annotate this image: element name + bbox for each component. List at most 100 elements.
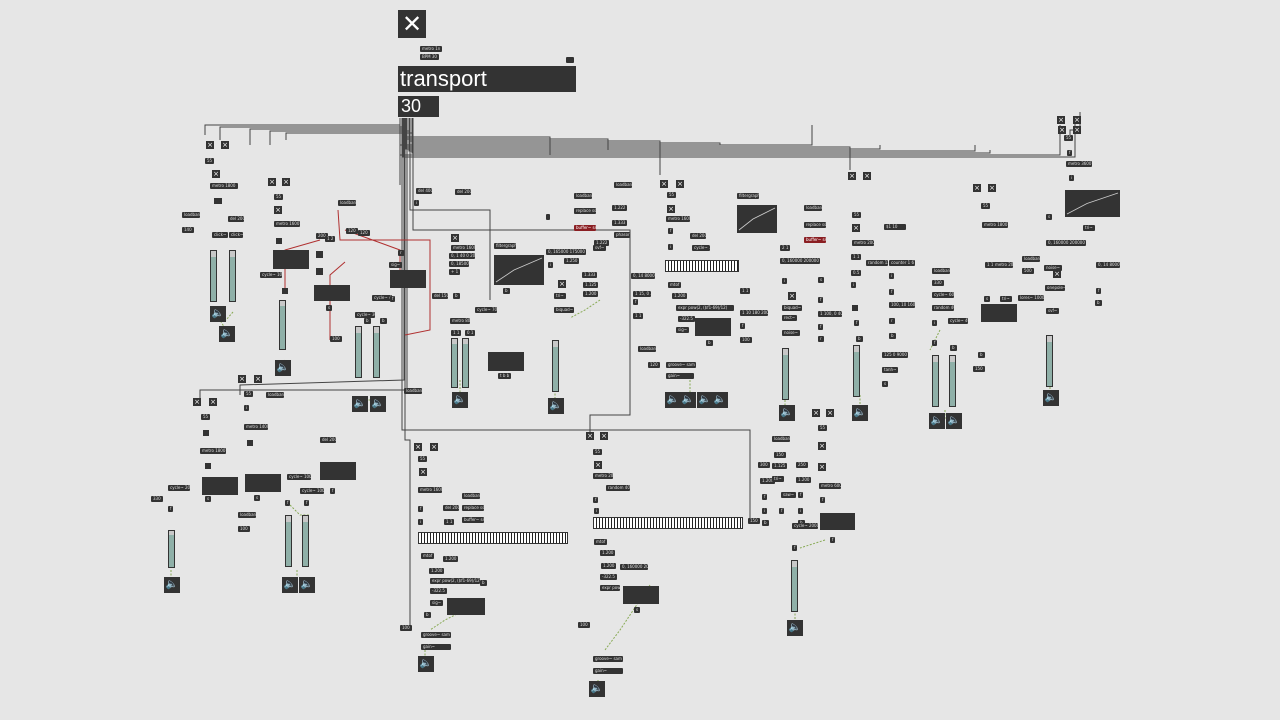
spectrum-display-icon[interactable]: [737, 205, 777, 233]
gain-slider[interactable]: [1046, 335, 1053, 387]
message-box[interactable]: 0, 14 8000: [631, 273, 655, 279]
object-box[interactable]: noise~: [1044, 265, 1062, 271]
toggle-icon[interactable]: ×: [676, 180, 684, 188]
message-box[interactable]: 1 10 180 2000: [740, 310, 768, 316]
loadbang-object[interactable]: loadbang: [182, 212, 200, 218]
object-box[interactable]: f: [779, 508, 785, 514]
random-object[interactable]: random 12: [866, 260, 888, 266]
buffer-object[interactable]: buffer~ ss: [804, 237, 826, 243]
number-box[interactable]: 500: [1022, 268, 1034, 274]
object-box[interactable]: f: [932, 340, 938, 346]
cycle-object[interactable]: cycle~ 300: [355, 312, 375, 318]
patch-cord[interactable]: [405, 118, 881, 150]
object-box[interactable]: i: [418, 519, 424, 525]
object-box[interactable]: b: [978, 352, 985, 358]
click-object[interactable]: click~: [229, 232, 243, 238]
message-box[interactable]: 125 0 9000: [882, 352, 908, 358]
object-box[interactable]: s: [818, 277, 825, 283]
number-box[interactable]: 55: [1064, 135, 1074, 141]
toggle-icon[interactable]: ×: [558, 280, 566, 288]
number-box[interactable]: 1.125: [772, 463, 788, 469]
object-box[interactable]: i: [851, 282, 857, 288]
cycle-object[interactable]: cycle~ 100: [692, 245, 710, 251]
object-box[interactable]: i: [1069, 175, 1075, 181]
object-box[interactable]: sig~: [389, 262, 403, 268]
object-box[interactable]: f: [304, 500, 310, 506]
bang-button[interactable]: [205, 463, 211, 469]
toggle-icon[interactable]: ×: [667, 205, 675, 213]
toggle-icon[interactable]: ×: [1073, 126, 1081, 134]
number-box[interactable]: 1 1: [985, 262, 996, 268]
expr-object[interactable]: expr pow(2, ($f1-69)/12): [430, 578, 480, 584]
loadbang-object[interactable]: loadbang: [932, 268, 950, 274]
number-box[interactable]: 250: [796, 462, 808, 468]
object-box[interactable]: s: [254, 495, 261, 501]
object-box[interactable]: b: [364, 318, 371, 324]
number-box[interactable]: 1.333: [612, 220, 628, 226]
number-box[interactable]: 1.200: [796, 477, 812, 483]
cycle-object[interactable]: cycle~ 700: [475, 307, 497, 313]
patch-cord[interactable]: [408, 118, 976, 152]
gain-slider[interactable]: [791, 560, 798, 612]
message-box[interactable]: $1 10: [884, 224, 906, 230]
object-box[interactable]: + 1: [449, 269, 461, 275]
object-box[interactable]: s: [1046, 214, 1053, 220]
speaker-icon[interactable]: 🔈: [299, 577, 315, 593]
speaker-icon[interactable]: 🔈: [164, 577, 180, 593]
object-box[interactable]: f: [668, 228, 674, 234]
object-box[interactable]: b: [950, 345, 957, 351]
speaker-icon[interactable]: 🔈: [589, 681, 605, 697]
toggle-icon[interactable]: ×: [818, 463, 826, 471]
metro-object[interactable]: metro 1800: [200, 448, 226, 454]
toggle-icon[interactable]: ×: [254, 375, 262, 383]
object-box[interactable]: i: [414, 200, 420, 206]
object-box[interactable]: b: [856, 336, 863, 342]
cycle-object[interactable]: cycle~ 400: [372, 295, 392, 301]
speaker-icon[interactable]: 🔈: [219, 326, 235, 342]
object-box[interactable]: i: [932, 320, 938, 326]
cycle-object[interactable]: cycle~ 2000: [792, 523, 818, 529]
gain-slider[interactable]: [302, 515, 309, 567]
object-box[interactable]: b: [503, 288, 510, 294]
toggle-icon[interactable]: ×: [818, 442, 826, 450]
toggle-icon[interactable]: ×: [848, 172, 856, 180]
loadbang-object[interactable]: loadbang: [574, 193, 592, 199]
toggle-icon[interactable]: ×: [206, 141, 214, 149]
toggle-icon[interactable]: ×: [282, 178, 290, 186]
patch-cord[interactable]: [402, 118, 1076, 158]
object-box[interactable]: sig~: [676, 327, 690, 333]
number-box[interactable]: 1.222: [612, 205, 628, 211]
object-box[interactable]: f: [285, 500, 291, 506]
toggle-icon[interactable]: ×: [660, 180, 668, 188]
patch-cord[interactable]: [412, 118, 631, 432]
object-box[interactable]: b: [1095, 300, 1102, 306]
patch-cord[interactable]: [799, 539, 826, 549]
keyboard-icon[interactable]: [665, 260, 739, 272]
object-box[interactable]: f: [390, 296, 396, 302]
loadbang-object[interactable]: loadbang: [804, 205, 822, 211]
speaker-icon[interactable]: 🔈: [712, 392, 728, 408]
gain-slider[interactable]: [462, 338, 469, 388]
speaker-icon[interactable]: 🔈: [452, 392, 468, 408]
number-box[interactable]: 140: [182, 227, 194, 233]
number-box[interactable]: 1 1: [451, 330, 462, 336]
metro-object[interactable]: metro 1600: [274, 221, 300, 227]
object-box[interactable]: b: [424, 612, 431, 618]
object-box[interactable]: f: [1067, 150, 1073, 156]
patch-cord[interactable]: [289, 504, 310, 516]
delay-object[interactable]: del 200: [443, 505, 459, 511]
object-box[interactable]: f: [830, 537, 836, 543]
waveform-display[interactable]: [245, 474, 281, 492]
waveform-display[interactable]: [202, 477, 238, 495]
biquad-object[interactable]: biquad~: [554, 307, 574, 313]
object-box[interactable]: b: [706, 340, 713, 346]
object-box[interactable]: f: [820, 497, 826, 503]
bang-button[interactable]: [316, 268, 323, 275]
bang-button[interactable]: [214, 198, 222, 204]
speaker-icon[interactable]: 🔈: [282, 577, 298, 593]
toggle-icon[interactable]: ×: [238, 375, 246, 383]
bang-button[interactable]: [203, 430, 209, 436]
toggle-icon[interactable]: ×: [268, 178, 276, 186]
small-toggle[interactable]: [566, 57, 574, 63]
metro-object[interactable]: metro 200: [593, 473, 613, 479]
